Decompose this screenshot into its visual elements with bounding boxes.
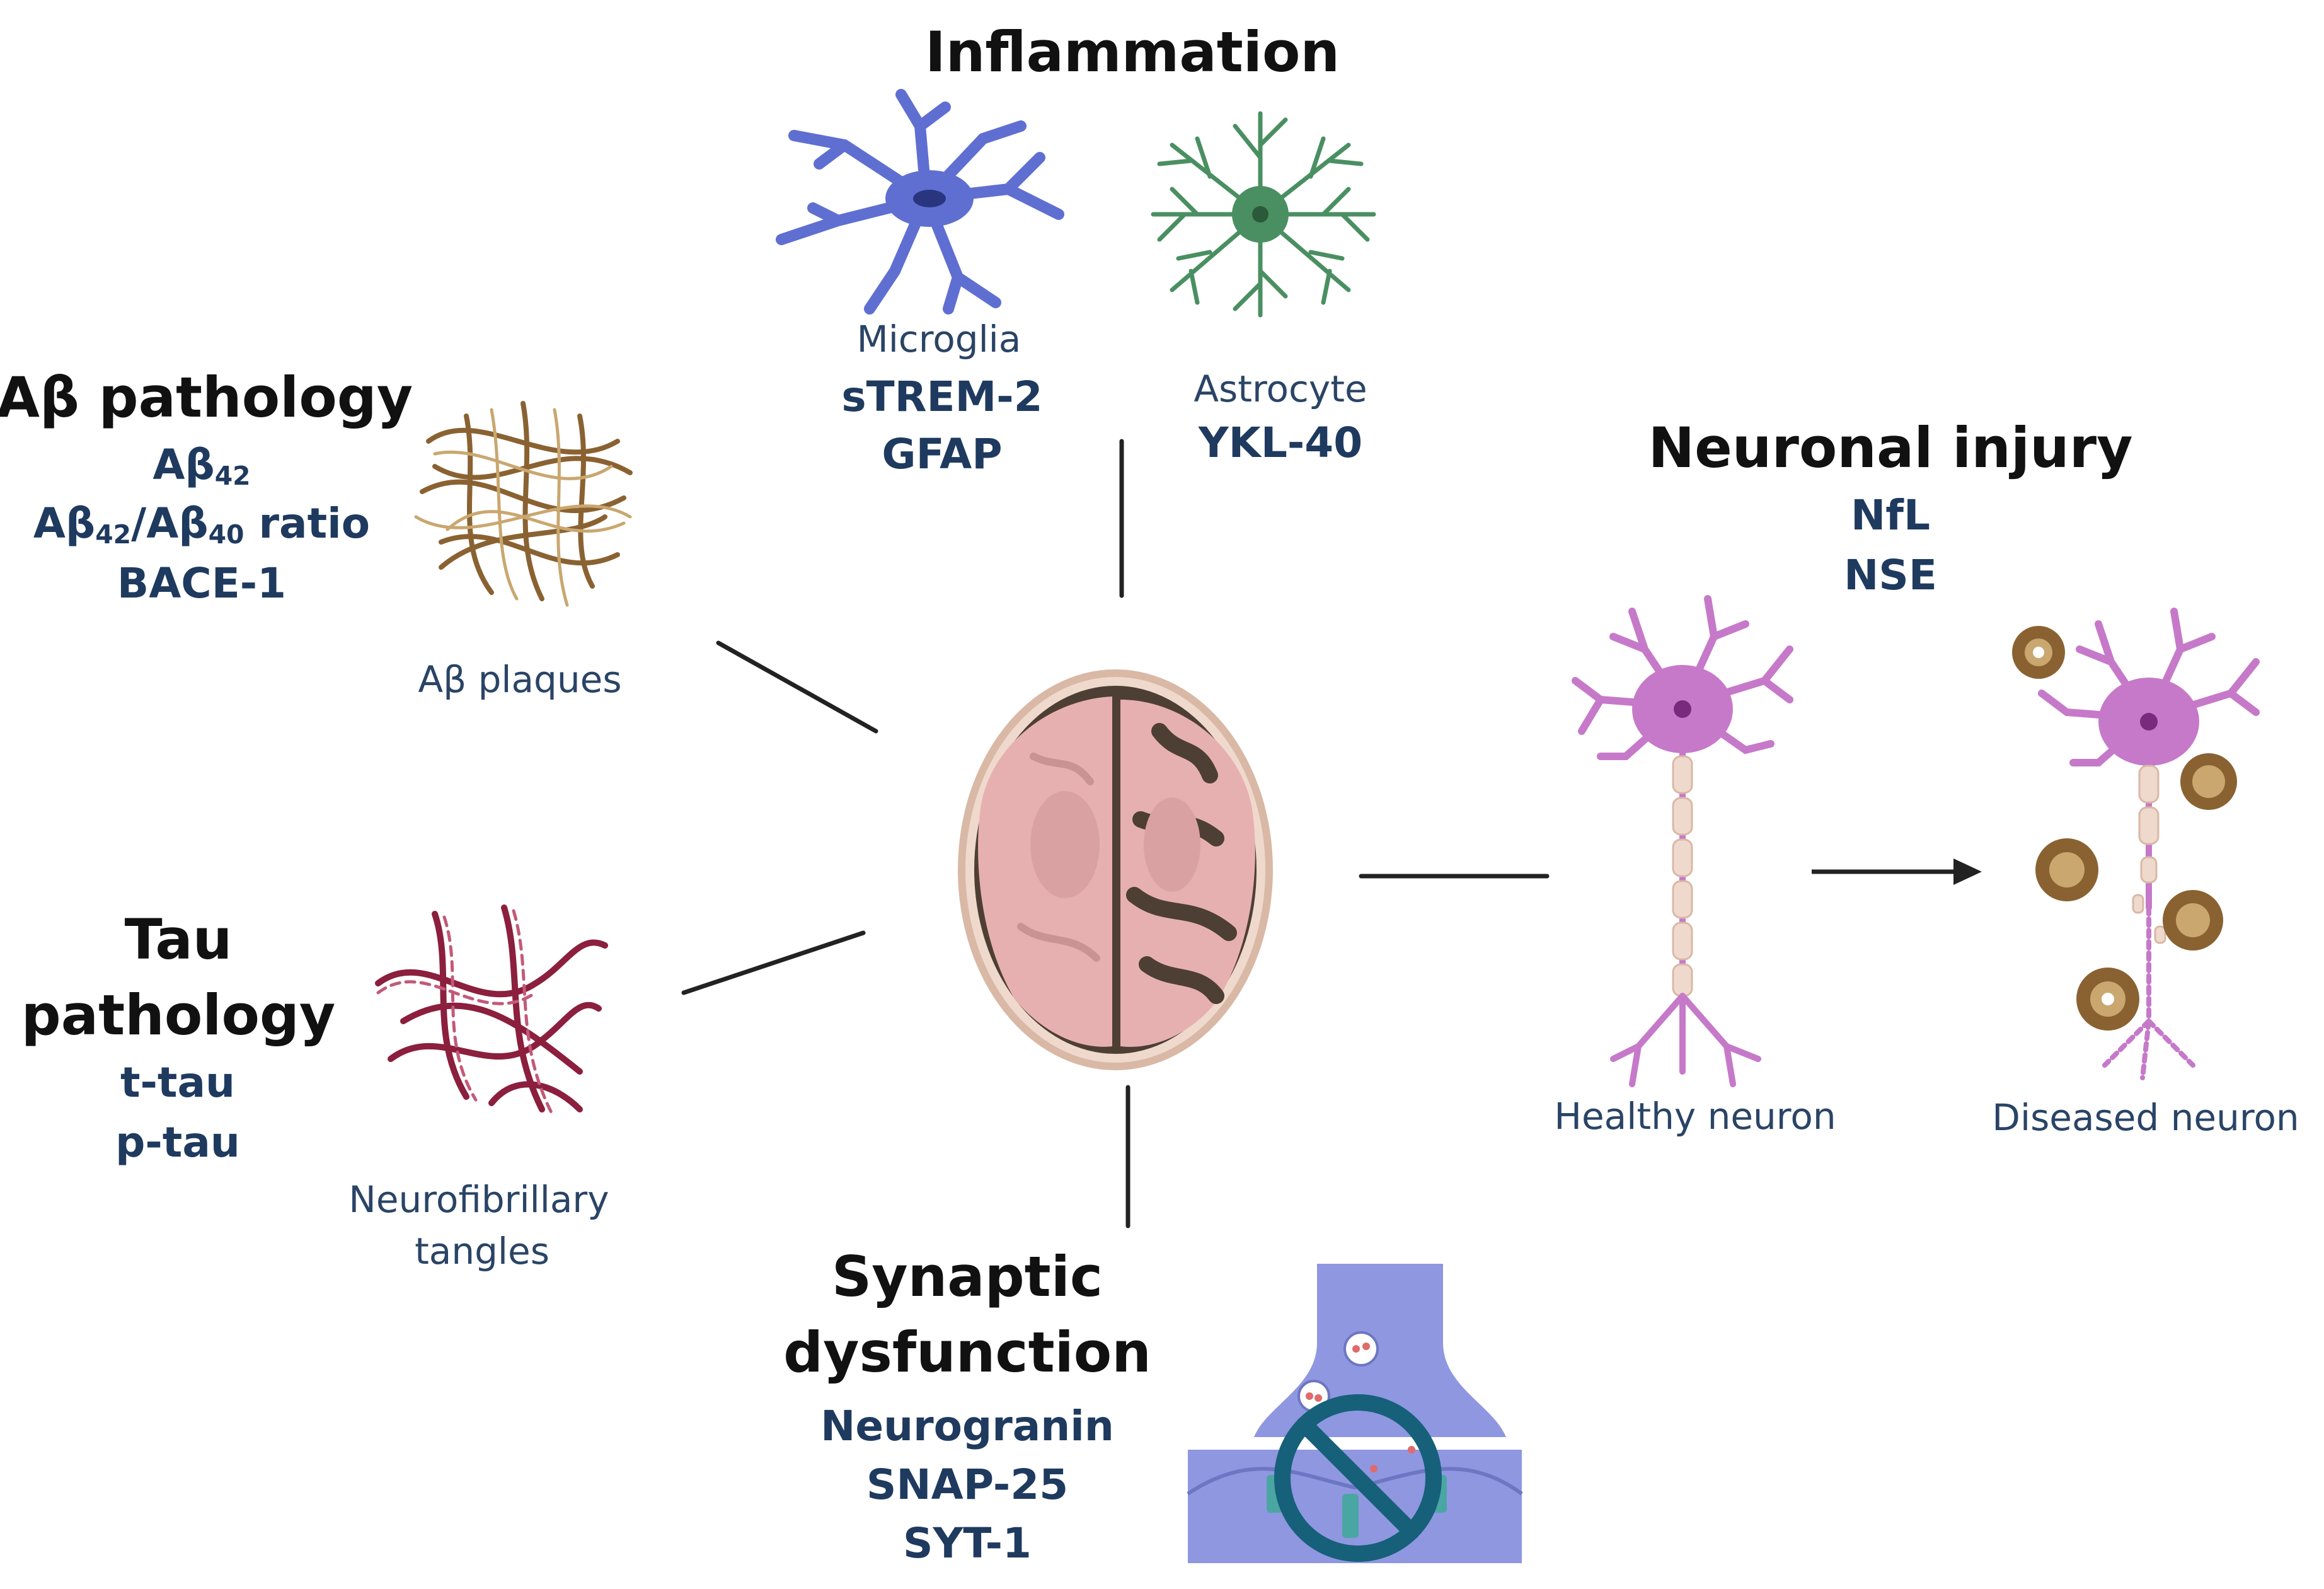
- tau-marker-ttau: t-tau: [120, 1058, 236, 1107]
- neuronal-injury-title: Neuronal injury: [1648, 415, 2133, 480]
- synaptic-title-line2: dysfunction: [783, 1320, 1151, 1385]
- diseased-neuron-label: Diseased neuron: [1992, 1096, 2299, 1139]
- neurofibrillary-tangle-icon: [375, 904, 608, 1114]
- neuronal-marker-nfl: NfL: [1850, 491, 1931, 540]
- astrocyte-marker-ykl40: YKL-40: [1198, 419, 1363, 467]
- microglia-label: Microglia: [856, 318, 1021, 361]
- connector-lines: [681, 439, 1550, 1228]
- astrocyte-label: Astrocyte: [1194, 367, 1367, 410]
- inflammation-title: Inflammation: [924, 20, 1340, 84]
- healthy-neuron-label: Healthy neuron: [1554, 1095, 1836, 1138]
- progression-arrow-icon: [1812, 858, 1982, 885]
- microglia-cell-icon: [776, 89, 1064, 315]
- diseased-neuron-icon: [2012, 608, 2260, 1080]
- connector-abeta: [716, 640, 878, 734]
- abeta-marker-ratio: Aβ42/Aβ40 ratio: [33, 499, 371, 550]
- abeta-title: Aβ pathology: [0, 365, 413, 430]
- synaptic-marker-snap25: SNAP-25: [866, 1460, 1069, 1509]
- tangles-caption-line1: Neurofibrillary: [348, 1178, 609, 1221]
- synaptic-title-line1: Synaptic: [831, 1244, 1103, 1309]
- microglia-marker-strem2: sTREM-2: [841, 373, 1043, 421]
- tau-title-line2: pathology: [21, 983, 336, 1048]
- microglia-marker-gfap: GFAP: [882, 430, 1003, 478]
- synaptic-marker-syt1: SYT-1: [903, 1519, 1032, 1568]
- neuronal-marker-nse: NSE: [1844, 551, 1937, 599]
- tau-marker-ptau: p-tau: [115, 1118, 240, 1167]
- blocked-synapse-icon: [1187, 1264, 1523, 1563]
- amyloid-plaque-icon: [414, 401, 633, 607]
- brain-axial-section-icon: [958, 669, 1273, 1070]
- abeta-marker-bace1: BACE-1: [117, 559, 287, 608]
- tau-title-line1: Tau: [124, 907, 233, 972]
- synaptic-marker-neurogranin: Neurogranin: [820, 1402, 1114, 1450]
- abeta-plaques-caption: Aβ plaques: [418, 658, 622, 701]
- healthy-neuron-icon: [1572, 595, 1793, 1087]
- connector-tau: [681, 930, 866, 995]
- astrocyte-cell-icon: [1151, 111, 1376, 318]
- tangles-caption-line2: tangles: [415, 1230, 549, 1273]
- abeta-marker-ab42: Aβ42: [152, 441, 251, 491]
